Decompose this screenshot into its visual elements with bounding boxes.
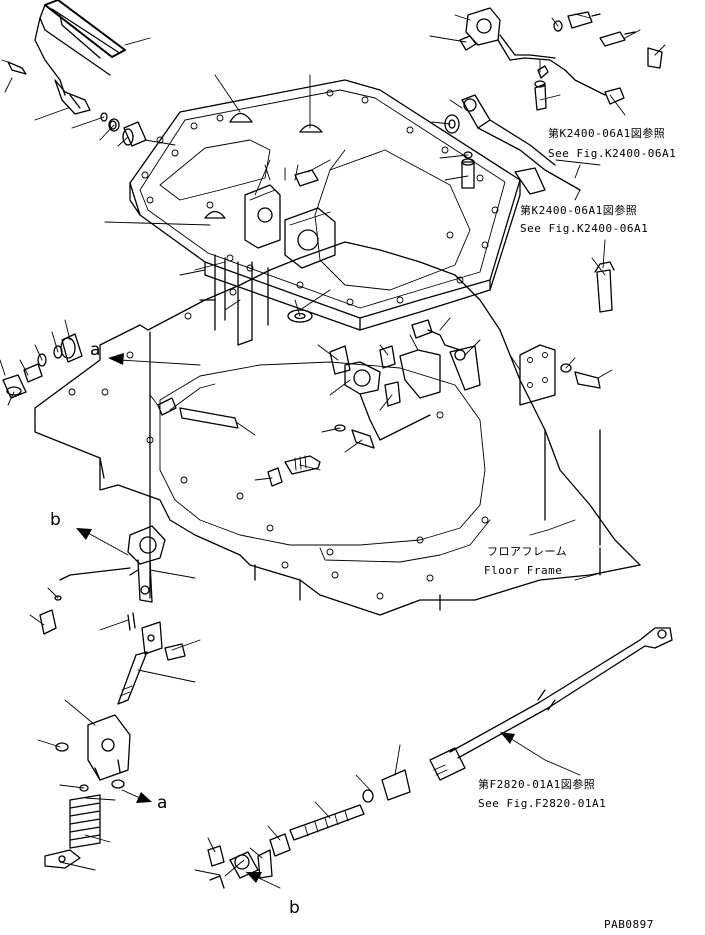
floor-frame-jp: フロアフレーム [487, 545, 568, 558]
mark-a-lower: a [157, 793, 168, 813]
arrow-f2820 [500, 732, 515, 744]
leader-lines [0, 13, 666, 877]
mid-parts [157, 309, 601, 487]
arrow-a-lower [136, 792, 152, 803]
mark-b-lower: b [289, 898, 300, 918]
mark-b-upper: b [50, 510, 61, 530]
ref-f2820-en: See Fig.F2820-01A1 [478, 797, 607, 810]
floor-frame-en: Floor Frame [484, 564, 563, 577]
top-right-fittings [459, 7, 663, 111]
drawing-code: PAB0897 [604, 918, 654, 931]
lower-lever-assembly [39, 525, 186, 869]
ref-k2400-upper-jp: 第K2400-06A1図参照 [548, 127, 666, 140]
arrow-b-upper [76, 528, 92, 540]
control-cable [207, 627, 673, 889]
mark-a-upper: a [90, 340, 101, 360]
floor-plate [34, 241, 641, 616]
ref-k2400-lower-jp: 第K2400-06A1図参照 [520, 204, 638, 217]
center-right-linkage [444, 94, 615, 313]
callout-arrows [76, 159, 601, 889]
ref-k2400-lower-en: See Fig.K2400-06A1 [520, 222, 649, 235]
arrow-a-upper [108, 353, 124, 365]
ref-k2400-upper-en: See Fig.K2400-06A1 [548, 147, 677, 160]
pedal-assembly [1, 0, 147, 147]
ref-f2820-jp: 第F2820-01A1図参照 [478, 778, 596, 791]
arrow-b-lower [246, 872, 262, 883]
left-bushing-stack [2, 333, 83, 399]
upper-cover-panel [129, 79, 521, 346]
